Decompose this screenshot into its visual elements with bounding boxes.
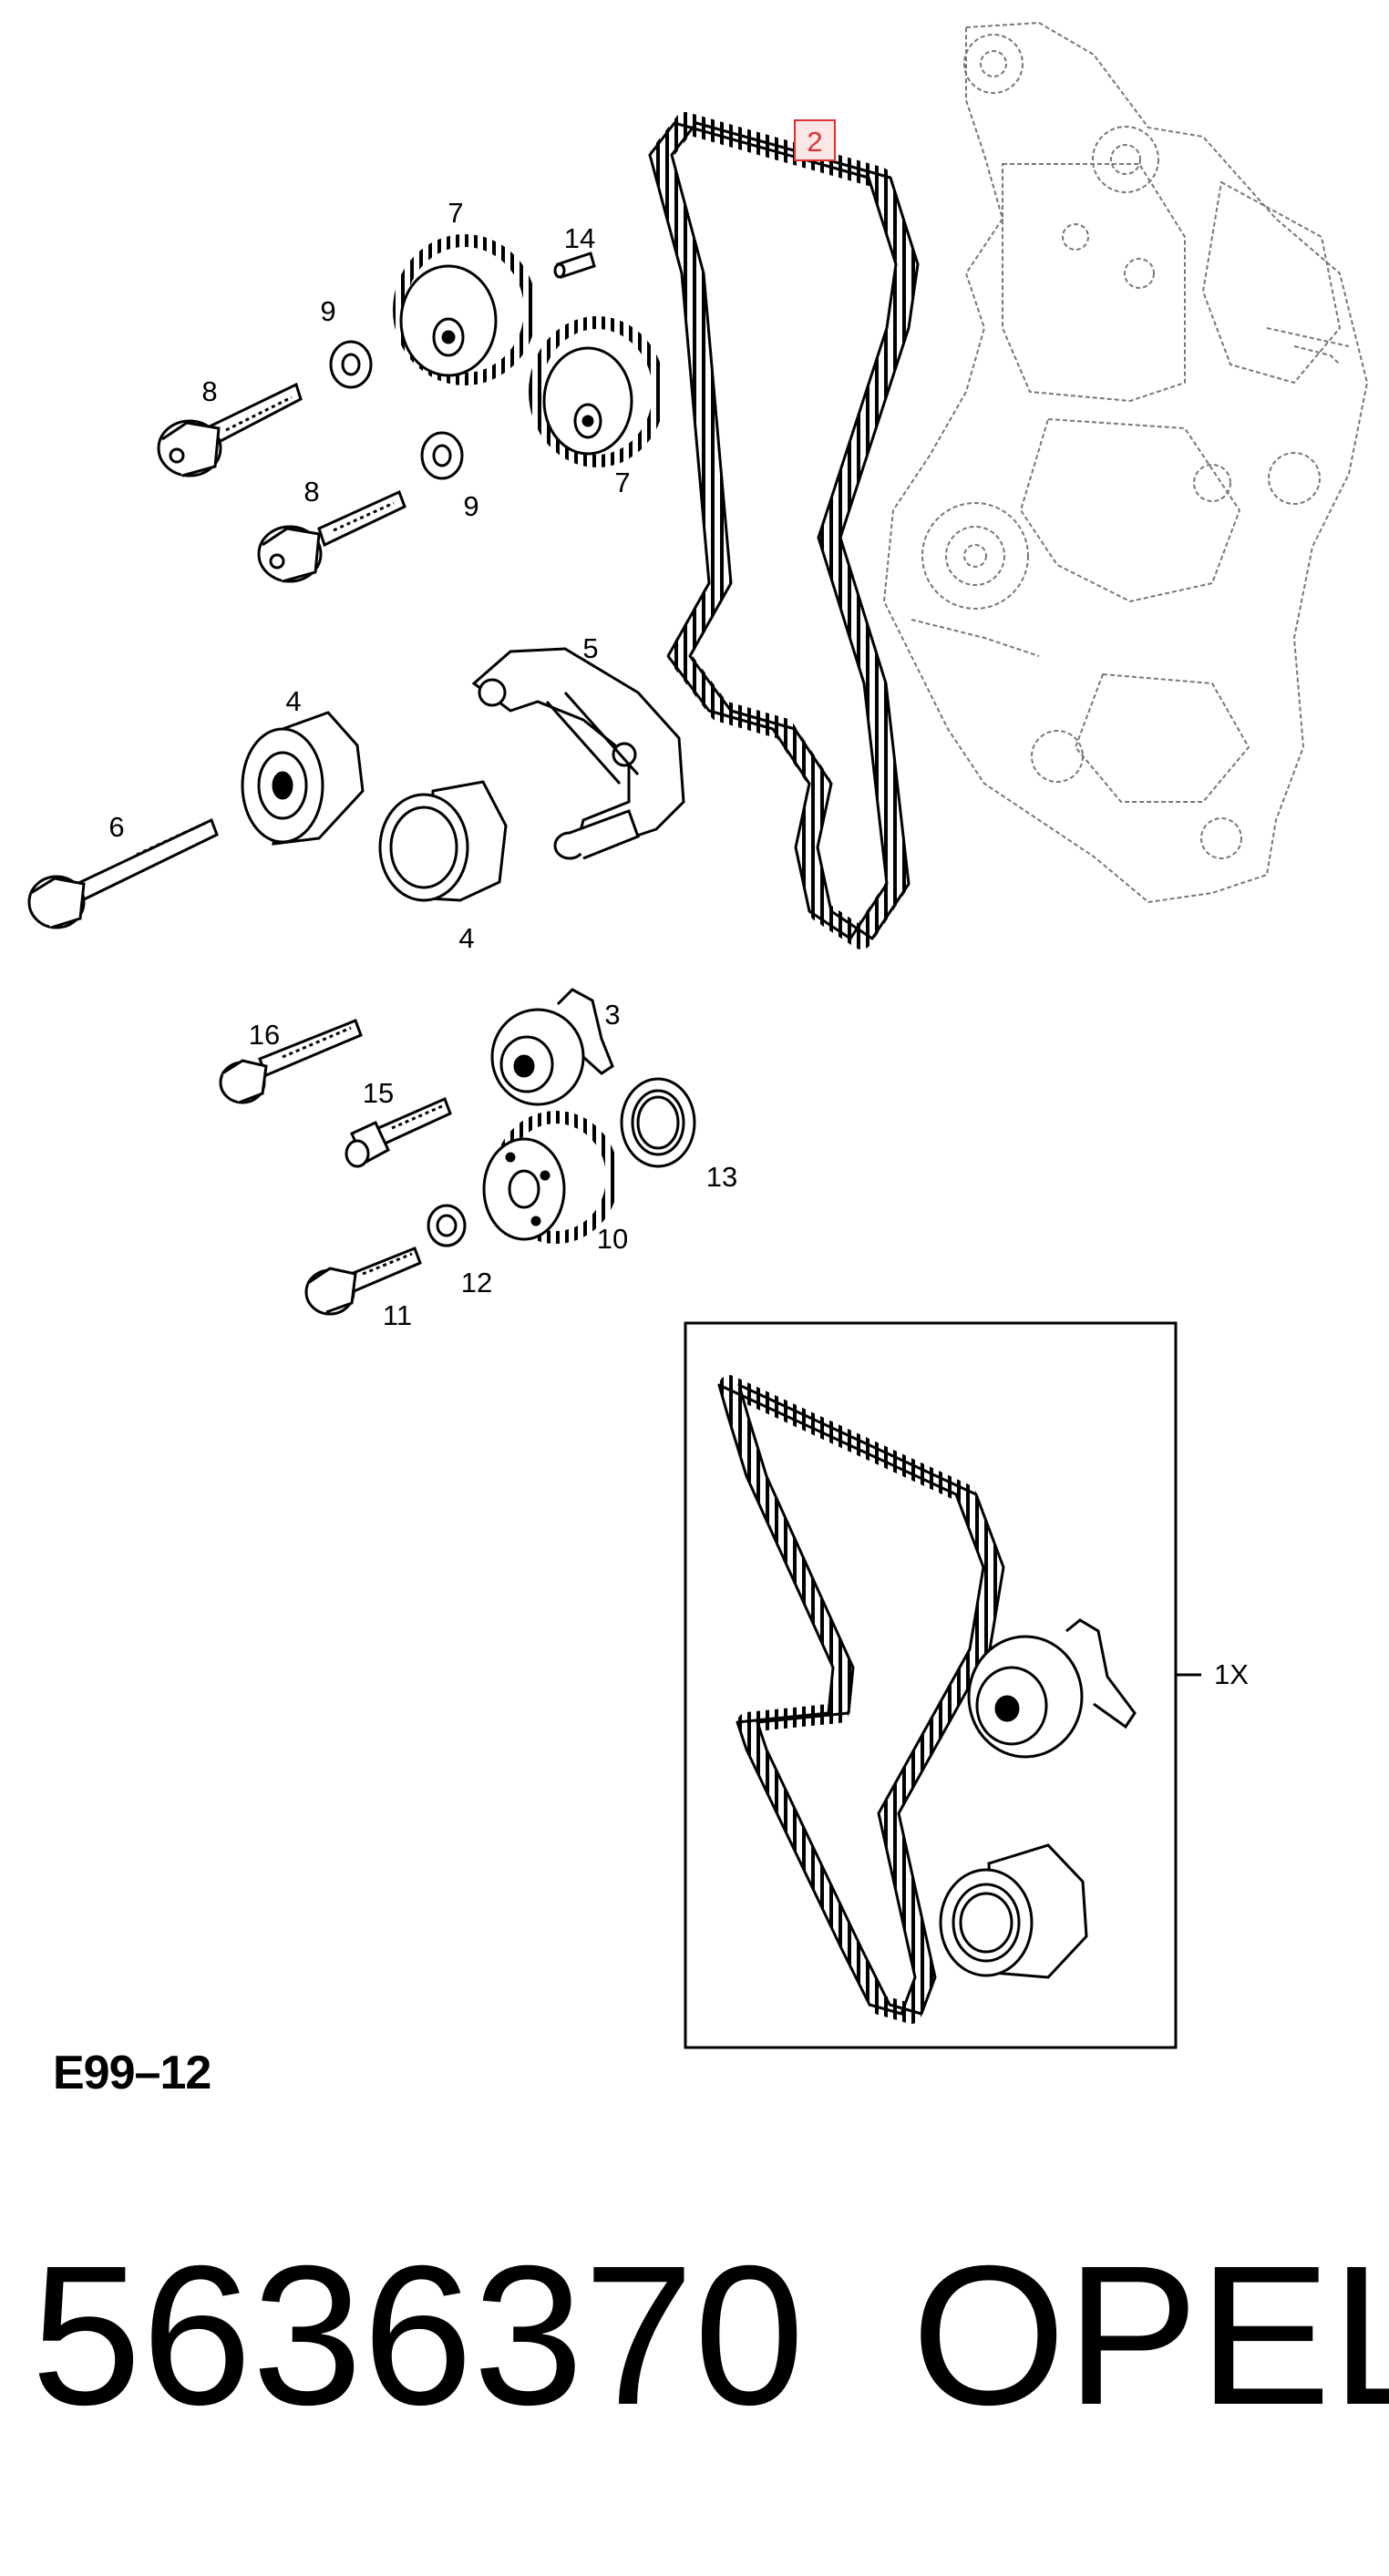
cam-pulley-left: [393, 234, 537, 385]
callout-washer-upper: 9: [320, 295, 335, 327]
timing-belt: [648, 112, 920, 949]
callout-oil-seal: 13: [706, 1161, 737, 1193]
belt-callout-box: [794, 119, 836, 161]
callout-long-bolt: 6: [108, 811, 124, 843]
bolt-upper: [157, 382, 303, 477]
callout-belt: 2: [807, 126, 822, 158]
callout-bracket: 5: [582, 632, 598, 664]
callout-bolt-upper: 8: [201, 375, 217, 407]
callout-idler-upper: 4: [285, 685, 301, 717]
stud-bolt: [345, 1096, 452, 1168]
cam-pulley-right: [529, 316, 665, 467]
callout-dowel-pin: 14: [564, 222, 595, 254]
callout-crank-washer: 12: [461, 1267, 492, 1298]
callout-idler-lower: 4: [458, 922, 474, 954]
tensioner-assembly: [490, 988, 614, 1106]
kit-idler-pulley: [939, 1843, 1088, 1979]
callout-washer-lower: 9: [463, 490, 478, 522]
bolt-lower: [257, 489, 406, 583]
kit-label: 1X: [1214, 1658, 1249, 1690]
kit-tensioner: [967, 1618, 1137, 1759]
kit-timing-belt: [717, 1375, 1005, 2024]
tensioner-bracket: [471, 647, 685, 860]
idler-pulley-upper: [241, 711, 365, 846]
dowel-pin: [553, 251, 596, 279]
callout-flange-bolt: 16: [249, 1019, 280, 1051]
long-bolt: [27, 817, 219, 929]
flange-bolt: [219, 1019, 363, 1104]
crank-bolt: [304, 1247, 422, 1316]
engine-block-outline: [882, 21, 1369, 904]
callout-cam-pulley-right: 7: [614, 467, 630, 498]
callout-stud-bolt: 15: [363, 1077, 394, 1109]
washer-upper: [329, 340, 373, 389]
callout-crank-bolt: 11: [383, 1299, 412, 1331]
idler-pulley-lower: [378, 780, 508, 902]
crank-pulley: [482, 1111, 619, 1244]
callout-bolt-lower: 8: [304, 476, 319, 508]
callout-tensioner: 3: [604, 999, 620, 1031]
part-number: 5636370: [31, 2225, 805, 2447]
washer-lower: [420, 431, 464, 480]
oil-seal: [620, 1077, 696, 1168]
crank-washer: [427, 1204, 467, 1247]
callout-cam-pulley-left: 7: [448, 197, 463, 229]
callout-crank-pulley: 10: [597, 1223, 628, 1255]
brand-name: OPEL: [911, 2225, 1389, 2447]
diagram-code: E99–12: [53, 2047, 211, 2099]
